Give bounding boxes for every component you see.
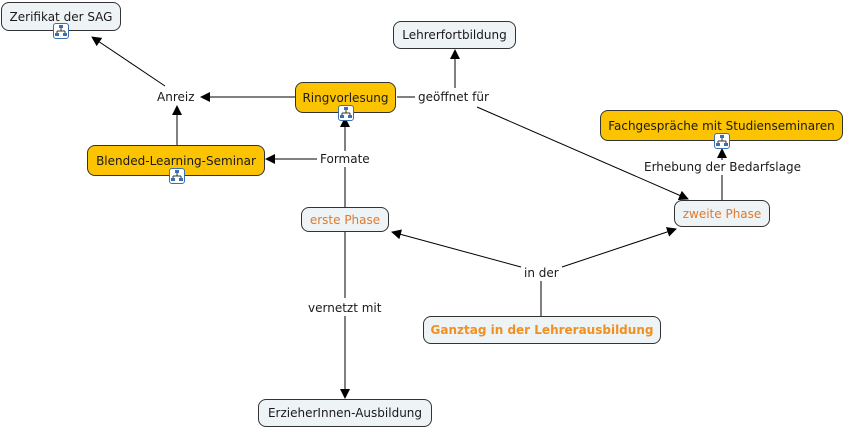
link-label-vernetzt-mit[interactable]: vernetzt mit — [306, 301, 384, 315]
node-label: Zerifikat der SAG — [9, 9, 113, 24]
link-label-formate[interactable]: Formate — [318, 152, 372, 166]
node-label: erste Phase — [309, 212, 381, 227]
submap-icon[interactable] — [714, 133, 730, 149]
link-label-geoeffnet-fuer[interactable]: geöffnet für — [416, 90, 491, 104]
submap-icon[interactable] — [338, 105, 354, 121]
submap-icon[interactable] — [169, 168, 185, 184]
node-label: Blended-Learning-Seminar — [96, 153, 256, 168]
node-erste-phase[interactable]: erste Phase — [301, 207, 389, 232]
edge-geoeffnet-to-zweite-phase — [476, 106, 689, 200]
node-ganztag-in-der-lehrerausbildung[interactable]: Ganztag in der Lehrerausbildung — [423, 316, 661, 344]
link-label-anreiz[interactable]: Anreiz — [155, 90, 197, 104]
edge-anreiz-to-zertifikat — [91, 36, 166, 87]
edge-in-der-to-zweite-phase — [561, 227, 677, 268]
node-label: Lehrerfortbildung — [402, 28, 507, 42]
node-label: ErzieherInnen-Ausbildung — [267, 406, 423, 420]
node-erzieherinnen-ausbildung[interactable]: ErzieherInnen-Ausbildung — [258, 399, 432, 427]
submap-icon[interactable] — [53, 23, 69, 39]
node-label: zweite Phase — [682, 206, 762, 221]
link-label-erhebung-der-bedarfslage[interactable]: Erhebung der Bedarfslage — [642, 160, 803, 174]
node-label: Ringvorlesung — [302, 90, 389, 105]
node-zweite-phase[interactable]: zweite Phase — [674, 200, 770, 227]
node-label: Ganztag in der Lehrerausbildung — [430, 323, 654, 337]
node-label: Fachgespräche mit Studienseminaren — [608, 118, 835, 133]
link-label-in-der[interactable]: in der — [522, 266, 561, 280]
edge-in-der-to-erste-phase — [391, 229, 522, 268]
node-ringvorlesung[interactable]: Ringvorlesung — [295, 82, 396, 113]
node-lehrerfortbildung[interactable]: Lehrerfortbildung — [393, 21, 516, 49]
node-zertifikat-der-sag[interactable]: Zerifikat der SAG — [1, 2, 121, 31]
